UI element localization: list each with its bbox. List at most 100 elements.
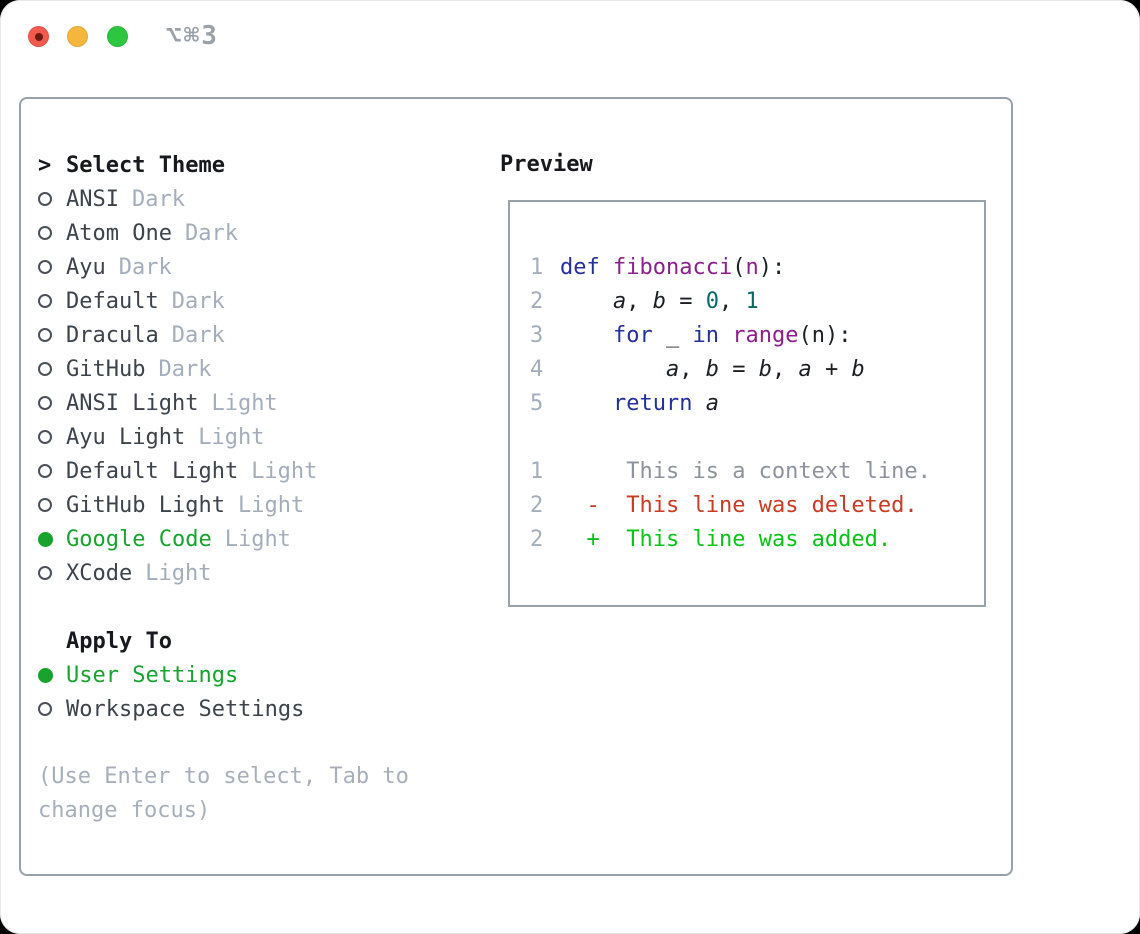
radio-icon (38, 464, 52, 478)
code-text: This is a context line. (626, 459, 931, 484)
theme-option-default[interactable]: Default Dark (38, 284, 317, 318)
theme-option-google-code[interactable]: Google Code Light (38, 522, 317, 556)
window-title: ⌥⌘3 (166, 21, 219, 51)
selection-marker-icon: > (38, 152, 52, 178)
theme-name: Ayu Light (66, 424, 186, 450)
line-number: 1 (530, 459, 544, 484)
apply-to-header: Apply To (38, 624, 304, 658)
zoom-button[interactable] (107, 26, 128, 47)
radio-icon (38, 498, 52, 512)
apply-to-label: Apply To (66, 628, 172, 654)
theme-option-ansi[interactable]: ANSI Dark (38, 182, 317, 216)
radio-selected-icon (38, 667, 53, 683)
theme-name: Atom One (66, 220, 172, 246)
code-line: 1 This is a context line. (530, 455, 984, 489)
code-line: 5 return a (530, 387, 984, 421)
theme-variant: Light (251, 458, 318, 484)
code-text: def fibonacci(n): (560, 255, 786, 280)
theme-name: Dracula (66, 322, 159, 348)
line-number: 5 (530, 391, 544, 416)
line-number: 3 (530, 323, 544, 348)
theme-variant: Light (211, 390, 278, 416)
radio-icon (38, 702, 52, 716)
line-number: 2 (530, 527, 544, 552)
theme-name: GitHub (66, 356, 146, 382)
theme-option-github-light[interactable]: GitHub Light Light (38, 488, 317, 522)
close-button[interactable] (28, 26, 49, 47)
code-text: for _ in range(n): (612, 323, 852, 348)
radio-icon (38, 192, 52, 206)
theme-name: Google Code (66, 526, 212, 552)
theme-name: ANSI Light (66, 390, 199, 416)
apply-option-name: User Settings (66, 662, 239, 688)
theme-option-github[interactable]: GitHub Dark (38, 352, 317, 386)
radio-icon (38, 362, 52, 376)
help-line-2: change focus) (38, 798, 211, 823)
line-number: 4 (530, 357, 544, 382)
theme-name: GitHub Light (66, 492, 225, 518)
code-line (530, 421, 984, 455)
radio-icon (38, 328, 52, 342)
theme-name: Ayu (66, 254, 106, 280)
line-number (530, 421, 560, 455)
help-line-1: (Use Enter to select, Tab to (38, 764, 409, 789)
theme-variant: Dark (118, 254, 172, 280)
theme-selector-panel (19, 97, 1013, 876)
code-line: 2 + This line was added. (530, 523, 984, 557)
theme-name: Default (66, 288, 159, 314)
line-number: 2 (530, 493, 544, 518)
radio-icon (38, 294, 52, 308)
theme-option-dracula[interactable]: Dracula Dark (38, 318, 317, 352)
code-text: a, b = 0, 1 (612, 289, 759, 314)
theme-variant: Light (224, 526, 291, 552)
theme-option-ayu-light[interactable]: Ayu Light Light (38, 420, 317, 454)
line-number: 2 (530, 289, 544, 314)
titlebar: ⌥⌘3 (0, 0, 1140, 72)
preview-title: Preview (500, 152, 593, 177)
minimize-button[interactable] (67, 26, 88, 47)
apply-option-user-settings[interactable]: User Settings (38, 658, 304, 692)
theme-variant: Dark (171, 322, 225, 348)
select-theme-label: Select Theme (66, 152, 225, 178)
help-text: (Use Enter to select, Tab to change focu… (38, 760, 409, 828)
select-theme-header: > Select Theme (38, 148, 317, 182)
code-text: return a (612, 391, 719, 416)
theme-variant: Dark (158, 356, 212, 382)
theme-name: XCode (66, 560, 133, 586)
radio-icon (38, 260, 52, 274)
theme-option-atom-one[interactable]: Atom One Dark (38, 216, 317, 250)
radio-icon (38, 396, 52, 410)
code-line: 2 - This line was deleted. (530, 489, 984, 523)
code-text: + This line was added. (586, 527, 892, 552)
code-line: 1 def fibonacci(n): (530, 251, 984, 285)
unsaved-dot-icon (34, 32, 43, 41)
code-text: - This line was deleted. (586, 493, 918, 518)
code-line: 4 a, b = b, a + b (530, 353, 984, 387)
theme-variant: Light (237, 492, 305, 518)
theme-variant: Dark (131, 186, 185, 212)
apply-option-workspace-settings[interactable]: Workspace Settings (38, 692, 304, 726)
theme-variant: Light (145, 560, 212, 586)
radio-icon (38, 430, 52, 444)
theme-variant: Dark (171, 288, 225, 314)
theme-variant: Dark (184, 220, 238, 246)
theme-option-ansi-light[interactable]: ANSI Light Light (38, 386, 317, 420)
radio-selected-icon (38, 531, 53, 547)
code-line: 2 a, b = 0, 1 (530, 285, 984, 319)
theme-name: ANSI (66, 186, 119, 212)
radio-icon (38, 226, 52, 240)
theme-option-ayu[interactable]: Ayu Dark (38, 250, 317, 284)
code-text: a, b = b, a + b (665, 357, 865, 382)
theme-variant: Light (198, 424, 265, 450)
line-number: 1 (530, 255, 544, 280)
theme-option-xcode[interactable]: XCode Light (38, 556, 317, 590)
radio-icon (38, 566, 52, 580)
code-line: 3 for _ in range(n): (530, 319, 984, 353)
apply-option-name: Workspace Settings (66, 696, 305, 722)
